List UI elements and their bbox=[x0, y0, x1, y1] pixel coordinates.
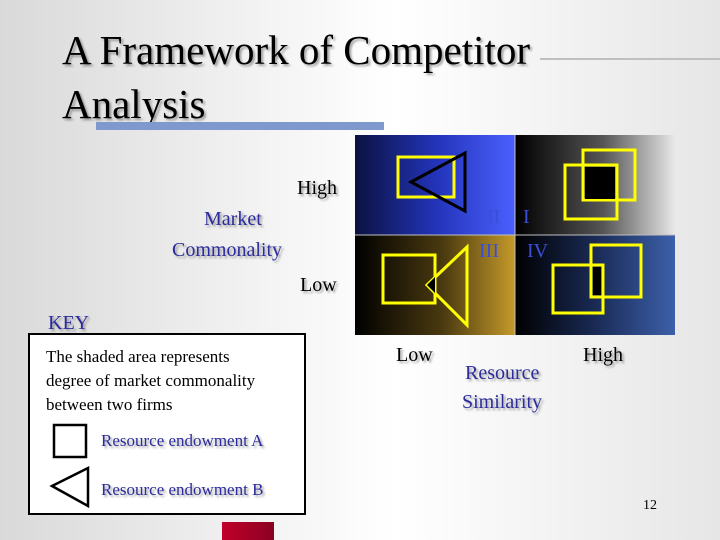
quadrant-label-iv: IV bbox=[527, 240, 549, 262]
x-axis-low-label: Low bbox=[396, 344, 433, 366]
key-title: KEY bbox=[48, 312, 90, 334]
quadrant-ii bbox=[355, 135, 515, 235]
square-icon bbox=[396, 155, 456, 199]
quadrant-i-shapes bbox=[563, 148, 637, 221]
square-icon bbox=[563, 163, 619, 221]
key-description-line-3: between two firms bbox=[46, 395, 173, 414]
shaded-overlap bbox=[585, 167, 615, 199]
key-resource-b: Resource endowment B bbox=[101, 480, 264, 499]
triangle-icon bbox=[49, 465, 90, 509]
quadrant-iii-shapes bbox=[381, 243, 469, 329]
key-description-line-1: The shaded area represents bbox=[46, 347, 230, 366]
square-icon bbox=[581, 148, 637, 202]
square-icon bbox=[52, 423, 88, 459]
decorative-bar bbox=[222, 522, 274, 540]
triangle-icon bbox=[407, 150, 467, 214]
key-resource-a: Resource endowment A bbox=[101, 431, 264, 450]
triangle-icon bbox=[424, 243, 469, 329]
square-icon bbox=[589, 243, 643, 299]
x-axis-title-line-2: Similarity bbox=[462, 391, 542, 413]
y-axis-title-line-1: Market bbox=[204, 208, 262, 230]
title-rule bbox=[540, 58, 720, 60]
key-description-line-2: degree of market commonality bbox=[46, 371, 256, 390]
shaded-overlap bbox=[593, 267, 601, 295]
quadrant-label-iii: III bbox=[479, 240, 499, 262]
quadrant-label-i: I bbox=[523, 206, 530, 228]
quadrant-iv-shapes bbox=[551, 243, 643, 315]
page-title-line-1: A Framework of Competitor bbox=[62, 27, 531, 73]
page-title-line-2: Analysis bbox=[62, 81, 206, 127]
y-axis-title-line-2: Commonality bbox=[172, 239, 282, 261]
title-underline bbox=[96, 122, 384, 130]
quadrant-ii-shapes bbox=[396, 150, 467, 214]
x-axis-high-label: High bbox=[583, 344, 623, 366]
x-axis-title-line-1: Resource bbox=[465, 362, 540, 384]
page-number: 12 bbox=[643, 498, 657, 513]
quadrant-label-ii: II bbox=[487, 206, 500, 228]
square-icon bbox=[551, 263, 605, 315]
y-axis-low-label: Low bbox=[300, 274, 337, 296]
competitor-matrix: II I III IV bbox=[355, 135, 675, 335]
shaded-overlap bbox=[427, 277, 435, 293]
key-legend-icons bbox=[49, 423, 90, 509]
y-axis-high-label: High bbox=[297, 177, 337, 199]
